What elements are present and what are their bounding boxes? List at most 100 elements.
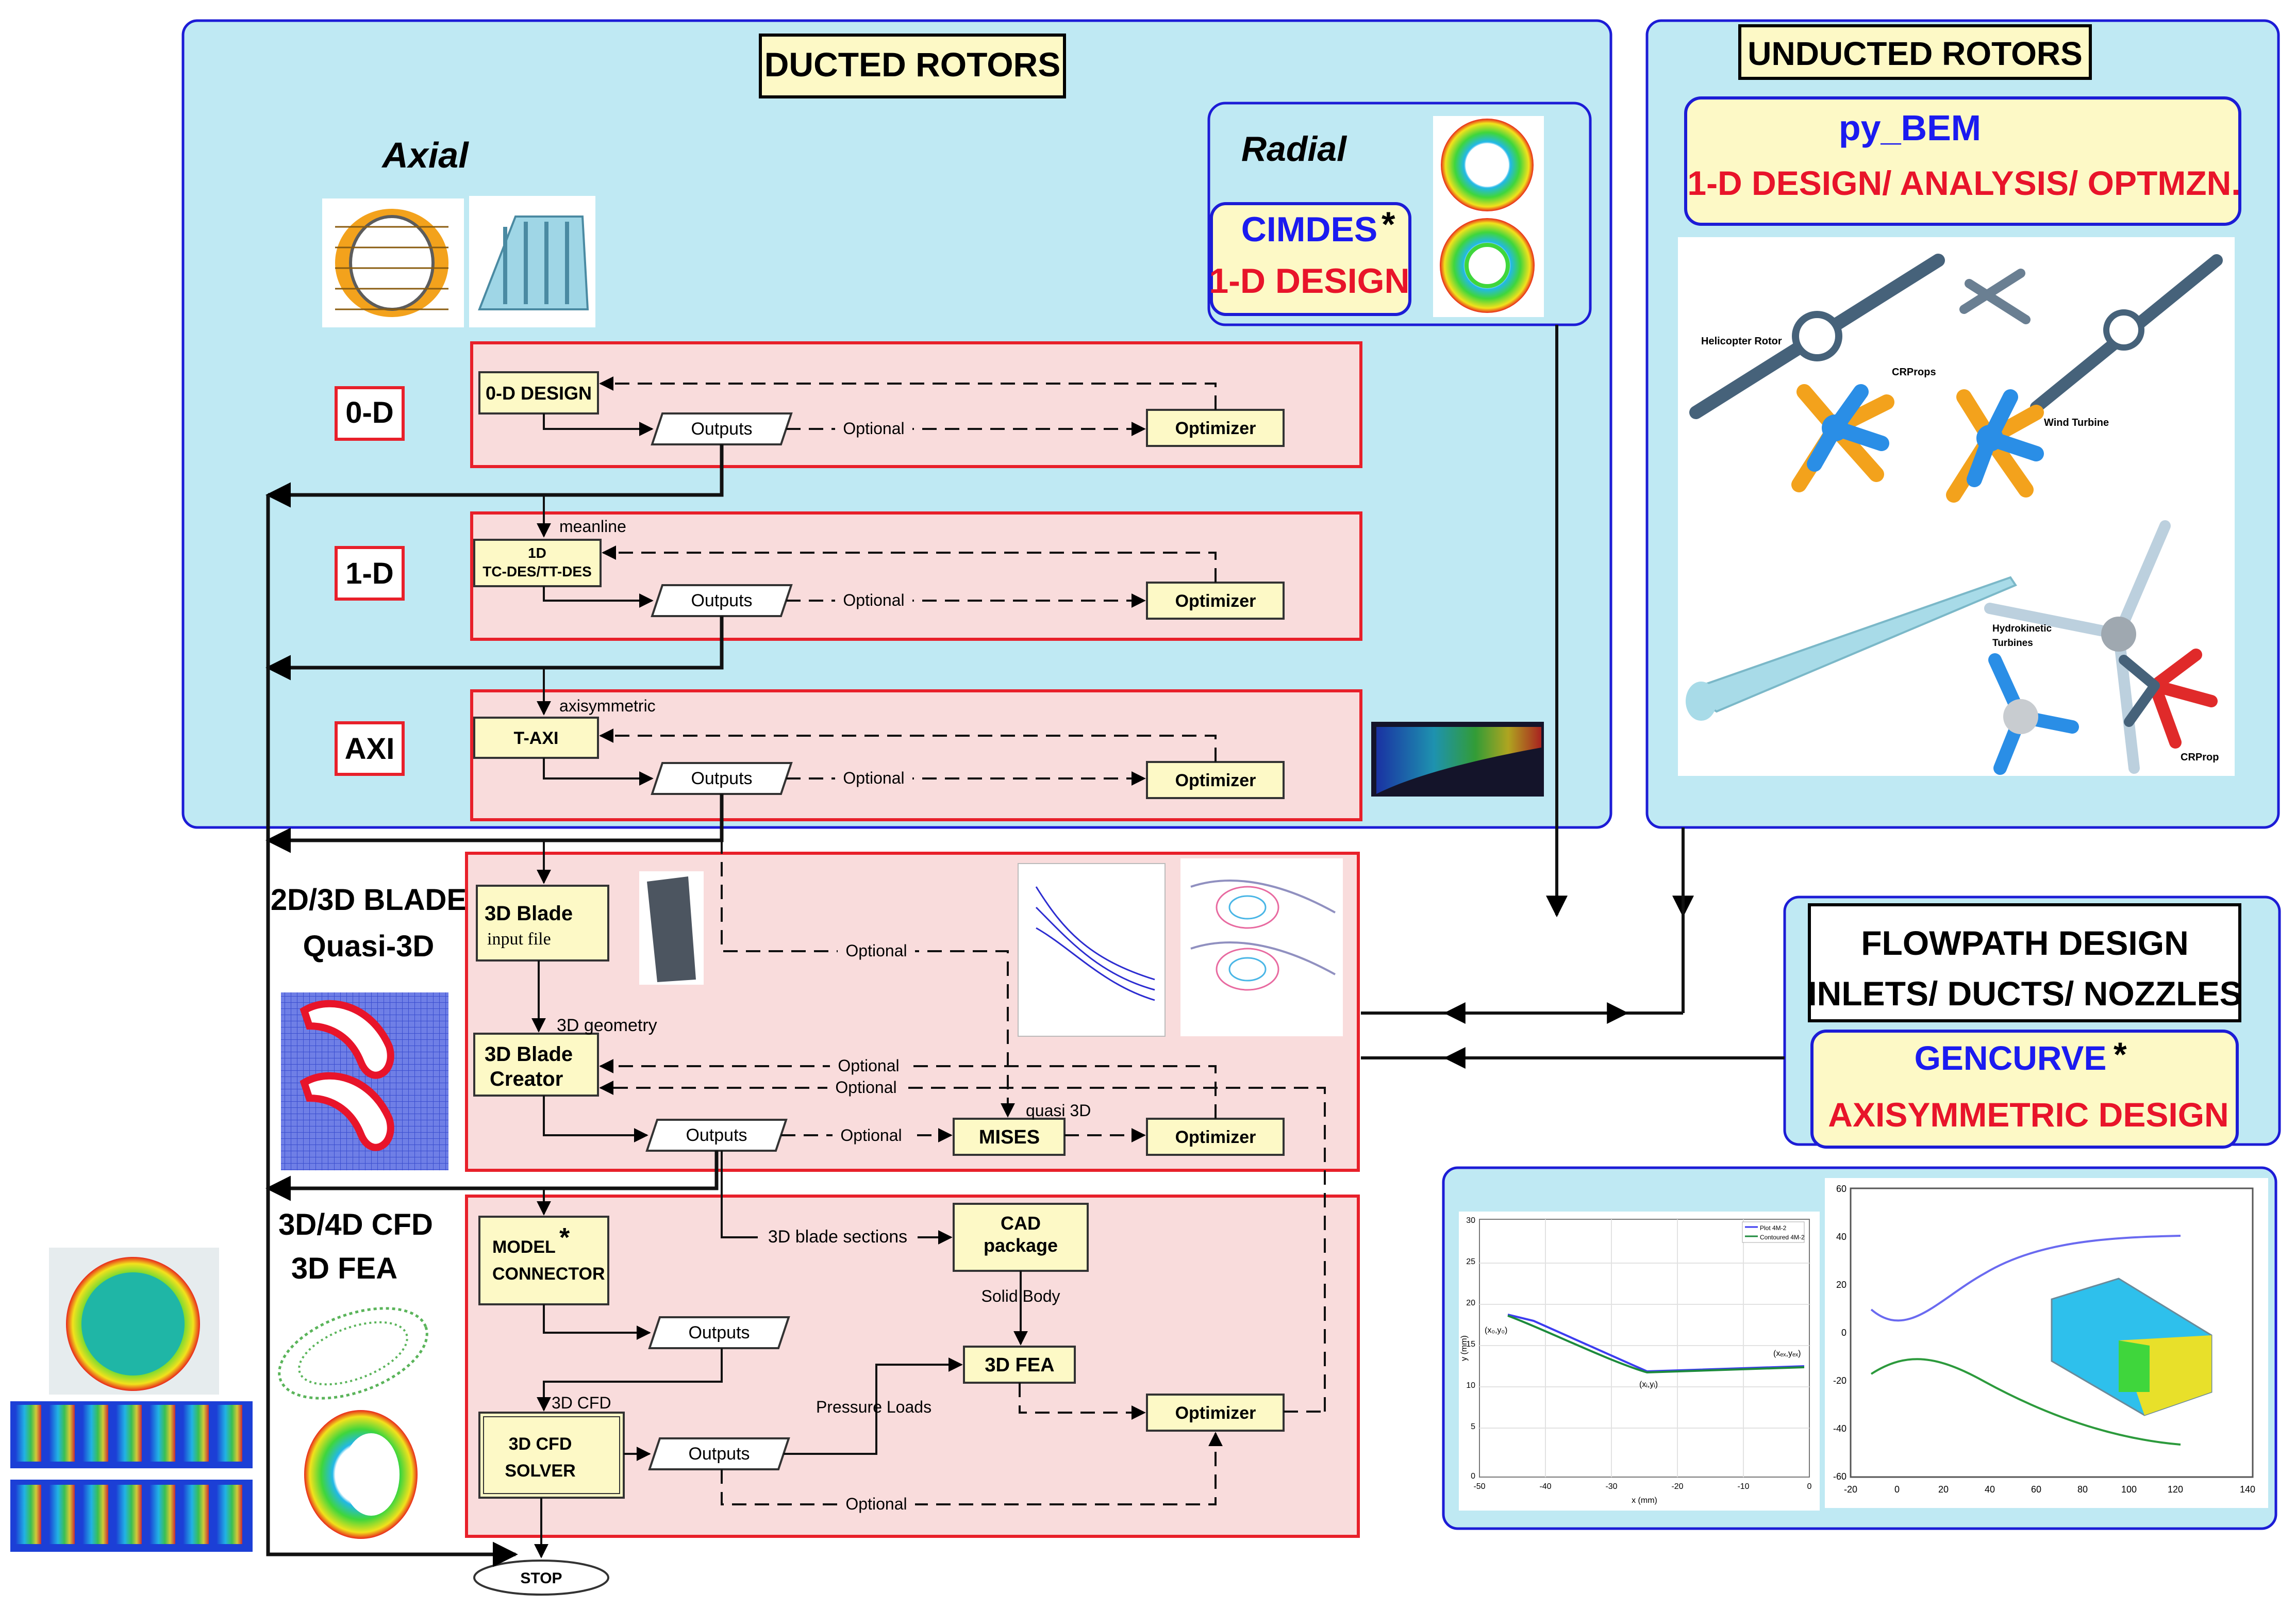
blade-shape-image [639, 871, 704, 985]
model-label-1: MODEL [492, 1237, 556, 1257]
xtick: 120 [2168, 1484, 2183, 1495]
block-model-connector[interactable] [478, 1216, 609, 1305]
tcdes-label-2: TC-DES/TT-DES [483, 563, 592, 579]
level-0d-box [335, 386, 405, 441]
cimdes-star: * [1382, 205, 1395, 244]
optional-label: Optional [843, 591, 904, 609]
fea-label: 3D FEA [985, 1354, 1054, 1376]
stop-terminal[interactable] [473, 1560, 609, 1596]
blade-creator-label-2: Creator [490, 1068, 563, 1090]
level-axi-box [335, 721, 405, 776]
model-label-2: CONNECTOR [492, 1264, 605, 1284]
plot-left-ylabel: y (mm) [1460, 1335, 1469, 1361]
outputs-cfd-label: Outputs [688, 1444, 750, 1464]
block-optimizer-cfd[interactable] [1146, 1394, 1285, 1432]
block-outputs-model[interactable] [648, 1316, 790, 1349]
block-outputs-0d[interactable] [651, 412, 793, 445]
flowpath-title-1: FLOWPATH DESIGN [1861, 924, 2189, 962]
level-1d-box [335, 546, 405, 601]
block-optimizer-1d[interactable] [1146, 582, 1285, 620]
xtick: 20 [1938, 1484, 1949, 1495]
cad-label-1: CAD [1001, 1213, 1041, 1234]
ytick: 25 [1466, 1257, 1475, 1266]
point-label-mid: (xᵢ,yᵢ) [1639, 1380, 1658, 1389]
legend-item-1: Plot 4M-2 [1760, 1224, 1787, 1232]
plot-left-xlabel: x (mm) [1632, 1496, 1657, 1505]
optional-label: Optional [838, 1056, 899, 1075]
blade-creator-label-1: 3D Blade [485, 1043, 573, 1066]
level-blade-2: Quasi-3D [303, 930, 435, 963]
crprop-label: CRProp [2181, 752, 2219, 763]
optional-label: Optional [845, 1495, 907, 1513]
axisymmetric-label: axisymmetric [559, 697, 656, 715]
inner-wall-curve [1870, 1358, 2181, 1446]
model-star: * [559, 1223, 570, 1253]
block-mises[interactable] [953, 1118, 1066, 1156]
optimizer-1d-label: Optimizer [1175, 591, 1256, 611]
optional-label: Optional [845, 941, 907, 960]
meanline-label: meanline [559, 517, 626, 536]
block-optimizer-blade[interactable] [1146, 1118, 1285, 1156]
pybem-box [1684, 96, 2241, 226]
flowpath-plot-left: Plot 4M-2 Contoured 4M-2 (x₀,y₀) (xᵢ,yᵢ)… [1459, 1212, 1820, 1511]
axial-rotor-image [322, 198, 464, 327]
axial-compressor-image [469, 196, 595, 327]
xtick: 100 [2121, 1484, 2137, 1495]
ytick: 0 [1471, 1472, 1475, 1481]
gencurve-sub: AXISYMMETRIC DESIGN [1828, 1096, 2228, 1134]
legend-item-2: Contoured 4M-2 [1760, 1234, 1805, 1241]
ytick: 10 [1466, 1381, 1475, 1390]
block-3d-fea[interactable] [963, 1346, 1076, 1384]
block-blade-creator[interactable] [473, 1033, 599, 1097]
ytick: -60 [1833, 1471, 1846, 1482]
gencurve-box [1810, 1030, 2239, 1149]
quasi3d-label: quasi 3D [1026, 1101, 1091, 1120]
cfd-mesh-image [278, 1307, 428, 1400]
level-0d: 0-D [345, 396, 393, 429]
mises-label: MISES [979, 1126, 1040, 1148]
blade-section-plot-image [1018, 863, 1166, 1037]
block-blade-input[interactable] [476, 885, 609, 962]
block-outputs-axi[interactable] [651, 762, 793, 795]
xtick: 80 [2077, 1484, 2088, 1495]
ytick: 20 [1836, 1280, 1846, 1290]
block-cfd-solver[interactable] [478, 1412, 625, 1499]
block-tcdes[interactable] [473, 539, 602, 587]
cimdes-sub: 1-D DESIGN [1209, 261, 1409, 301]
optional-label: Optional [835, 1078, 896, 1097]
axial-label: Axial [381, 135, 469, 175]
block-optimizer-axi[interactable] [1146, 761, 1285, 799]
blade-sections-label: 3D blade sections [768, 1227, 907, 1247]
stage-0d [470, 341, 1362, 468]
block-0d-design[interactable] [478, 371, 599, 415]
level-axi: AXI [345, 732, 395, 766]
ytick: 5 [1471, 1422, 1475, 1431]
block-outputs-blade[interactable] [645, 1119, 788, 1152]
block-taxi[interactable] [473, 717, 599, 759]
stop-label: STOP [520, 1570, 562, 1587]
cfd-solver-label-1: 3D CFD [509, 1434, 572, 1454]
blade-input-label-1: 3D Blade [485, 902, 573, 925]
tcdes-label-1: 1D [528, 545, 546, 561]
optimizer-cfd-label: Optimizer [1175, 1403, 1256, 1423]
block-outputs-cfd[interactable] [648, 1437, 790, 1470]
block-0d-design-label: 0-D DESIGN [486, 383, 592, 404]
pybem-sub: 1-D DESIGN/ ANALYSIS/ OPTMZN. [1687, 164, 2240, 202]
ytick: 60 [1836, 1184, 1846, 1194]
cfd-solver-label-2: SOLVER [505, 1461, 575, 1481]
outputs-axi-label: Outputs [691, 769, 752, 788]
level-1d: 1-D [345, 557, 393, 590]
outputs-1d-label: Outputs [691, 591, 752, 610]
level-cfd-1: 3D/4D CFD [278, 1208, 433, 1241]
axi-flowfield-image [1371, 722, 1544, 797]
block-optimizer-0d[interactable] [1146, 409, 1285, 447]
ytick: 30 [1466, 1216, 1475, 1225]
xtick: 60 [2031, 1484, 2041, 1495]
flowpath-title-box [1808, 903, 2241, 1022]
pybem-label: py_BEM [1839, 108, 1981, 148]
hydrokinetic-label-2: Turbines [1992, 638, 2033, 649]
block-outputs-1d[interactable] [651, 584, 793, 617]
blade-input-label-2: input file [487, 930, 551, 949]
xtick: 0 [1894, 1484, 1900, 1495]
block-cad-package[interactable] [953, 1203, 1089, 1272]
